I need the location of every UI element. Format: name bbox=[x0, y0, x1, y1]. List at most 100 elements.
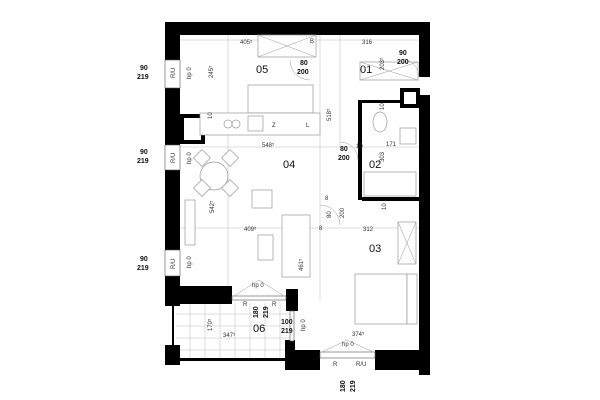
plan-shape bbox=[419, 22, 430, 77]
dimension-label: R/U bbox=[356, 362, 366, 368]
door-03[interactable]: 80 200 bbox=[319, 204, 346, 226]
window-3[interactable]: 90 219 R/U hp 0 bbox=[137, 249, 193, 277]
plan-shape bbox=[419, 95, 430, 375]
dimension-label: hp 0 bbox=[187, 256, 193, 268]
plan-shape bbox=[289, 59, 311, 81]
plan-shape bbox=[231, 119, 241, 129]
dimension-labels: 405⁵ 316 245⁵ 203⁵ 518⁵ 548⁵ 303 171 542… bbox=[207, 39, 397, 339]
plan-shape bbox=[165, 276, 180, 306]
dimension-label: L bbox=[306, 123, 310, 129]
plan-shape bbox=[165, 22, 180, 60]
plan-shape bbox=[358, 100, 362, 200]
room-label-03: 03 bbox=[369, 243, 381, 255]
side-door[interactable]: 100 219 hp 0 bbox=[281, 310, 307, 342]
dimension-label: R/U bbox=[171, 259, 177, 269]
room-label-04: 04 bbox=[283, 159, 295, 171]
coffee-table bbox=[257, 234, 274, 261]
balcony-tiles bbox=[176, 303, 290, 358]
plan-shape bbox=[286, 289, 298, 311]
dimension-label: 180 bbox=[253, 306, 260, 318]
dimension-label: 374⁵ bbox=[352, 331, 365, 338]
dimension-label: 203⁵ bbox=[379, 57, 386, 70]
dimension-label: 90 bbox=[140, 256, 148, 263]
window-2[interactable]: 90 219 R/U hp 0 bbox=[137, 144, 193, 171]
dimension-label: 10 bbox=[382, 203, 388, 210]
plan-shape bbox=[362, 197, 420, 201]
dimension-label: hp 0 bbox=[187, 152, 193, 164]
walls bbox=[165, 22, 430, 375]
plan-shape bbox=[375, 350, 430, 370]
bed bbox=[354, 273, 408, 325]
dimension-label: 90 bbox=[140, 65, 148, 72]
entry-door[interactable]: 90 200 bbox=[397, 50, 420, 78]
kitchen-labels: Z L B bbox=[272, 39, 314, 129]
plan-shape bbox=[180, 286, 232, 304]
plan-shape bbox=[223, 119, 233, 129]
dimension-label: 8 bbox=[325, 196, 329, 202]
plan-shape bbox=[193, 149, 211, 167]
dimension-label: 316 bbox=[362, 40, 373, 46]
plan-shape bbox=[289, 310, 295, 342]
door-05[interactable]: 80 200 bbox=[289, 59, 311, 81]
room-label-02: 02 bbox=[369, 159, 381, 171]
dimension-label: 80 bbox=[300, 60, 308, 67]
bottom-door[interactable]: hp 0 R R/U 180 219 bbox=[319, 339, 376, 392]
room-label-01: 01 bbox=[360, 64, 372, 76]
dimension-label: 8 bbox=[319, 226, 323, 232]
dimension-label: R/U bbox=[171, 153, 177, 163]
armchair bbox=[251, 189, 273, 209]
dimension-label: 200 bbox=[397, 59, 409, 66]
dimension-label: 219 bbox=[137, 74, 149, 81]
balcony-door[interactable]: hp 0 R R 180 219 bbox=[231, 279, 287, 318]
dimension-label: 518⁵ bbox=[326, 108, 333, 121]
plan-shape bbox=[184, 118, 201, 140]
plan-shape bbox=[164, 59, 181, 89]
dimension-label: 80 bbox=[340, 146, 348, 153]
dimension-label: 171 bbox=[386, 142, 397, 148]
plan-shape bbox=[221, 179, 239, 197]
plan-shape bbox=[193, 179, 211, 197]
dimension-label: hp 0 bbox=[252, 283, 264, 289]
dimension-label: hp 0 bbox=[187, 67, 193, 79]
plan-shape bbox=[406, 273, 418, 325]
sofa bbox=[281, 214, 311, 278]
dimension-label: R/U bbox=[171, 68, 177, 78]
plan-shape bbox=[358, 100, 402, 103]
dimension-label: 312 bbox=[363, 227, 374, 233]
dimension-label: 200 bbox=[297, 69, 309, 76]
dimension-label: 200 bbox=[338, 155, 350, 162]
dimension-label: 347⁵ bbox=[223, 332, 236, 339]
plan-shape bbox=[359, 61, 419, 81]
plan-shape bbox=[221, 149, 239, 167]
plan-shape bbox=[319, 204, 341, 226]
plan-shape bbox=[339, 141, 359, 161]
dimension-label: 219 bbox=[137, 158, 149, 165]
dimension-label: 245⁵ bbox=[208, 65, 215, 78]
plan-shape bbox=[165, 22, 430, 35]
plan-shape bbox=[172, 303, 174, 358]
dimension-label: 200 bbox=[340, 207, 346, 218]
plan-shape bbox=[404, 92, 416, 104]
dimension-label: 10 bbox=[208, 112, 214, 119]
dimension-label: 219 bbox=[281, 328, 293, 335]
plan-shape bbox=[400, 58, 420, 78]
dimension-label: B bbox=[310, 39, 314, 45]
plan-shape bbox=[295, 350, 320, 370]
room-label-06: 06 bbox=[253, 323, 265, 335]
dimension-label: hp 0 bbox=[301, 319, 307, 331]
dining-table bbox=[199, 161, 229, 191]
door-02[interactable]: 80 200 bbox=[338, 141, 359, 162]
washbasin bbox=[399, 127, 417, 145]
plan-shape bbox=[165, 88, 180, 145]
plan-shape bbox=[165, 170, 180, 250]
dimension-label: 405⁵ bbox=[240, 39, 253, 46]
plan-shape bbox=[164, 249, 181, 277]
dimension-label: R bbox=[333, 362, 338, 368]
plan-shape bbox=[233, 279, 285, 297]
dimension-label: Z bbox=[272, 123, 276, 129]
window-1[interactable]: 90 219 R/U hp 0 bbox=[137, 59, 193, 89]
dimension-label: 303 bbox=[380, 151, 386, 162]
dimension-label: 219 bbox=[350, 380, 357, 392]
dimension-label: 542⁵ bbox=[209, 200, 216, 213]
